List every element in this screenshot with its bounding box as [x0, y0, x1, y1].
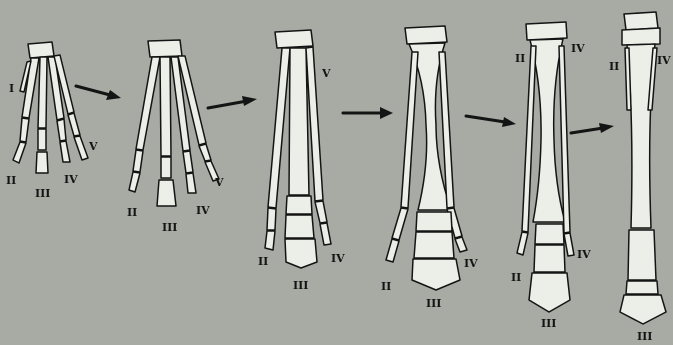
digit-label-IV: IV — [657, 54, 671, 67]
digit-label-I: I — [9, 82, 14, 95]
digit-label-IV: IV — [464, 257, 478, 270]
evolution-arrow-2 — [208, 96, 257, 108]
digit-label-V: V — [88, 140, 98, 153]
evolution-arrow-4 — [466, 116, 516, 127]
digit-label-III: III — [637, 330, 652, 343]
digit-label-II: II — [511, 271, 521, 284]
digit-label-III: III — [35, 187, 50, 200]
foot-stage-1 — [13, 42, 88, 173]
digit-label-III: III — [541, 317, 556, 330]
digit-label-IV: IV — [331, 252, 345, 265]
foot-stage-2 — [129, 40, 219, 206]
digit-label-III: III — [293, 279, 308, 292]
digit-label-II-top: II — [515, 52, 525, 65]
digit-label-III: III — [162, 221, 177, 234]
digit-label-V: V — [214, 176, 224, 189]
digit-label-IV-top: IV — [571, 42, 585, 55]
digit-label-II: II — [127, 206, 137, 219]
evolution-arrow-3 — [343, 107, 393, 119]
foot-stage-4 — [386, 26, 467, 290]
digit-label-II: II — [609, 60, 619, 73]
digit-label-IV: IV — [64, 173, 78, 186]
digit-label-IV: IV — [196, 204, 210, 217]
digit-label-II: II — [258, 255, 268, 268]
foot-stage-3 — [265, 30, 331, 268]
evolution-arrow-5 — [571, 123, 614, 133]
digit-label-IV: IV — [577, 248, 591, 261]
digit-label-III: III — [426, 297, 441, 310]
digit-label-II: II — [381, 280, 391, 293]
foot-stage-5 — [517, 22, 574, 312]
digit-label-V: V — [321, 67, 331, 80]
evolution-arrow-1 — [76, 86, 121, 100]
digit-label-II: II — [6, 174, 16, 187]
